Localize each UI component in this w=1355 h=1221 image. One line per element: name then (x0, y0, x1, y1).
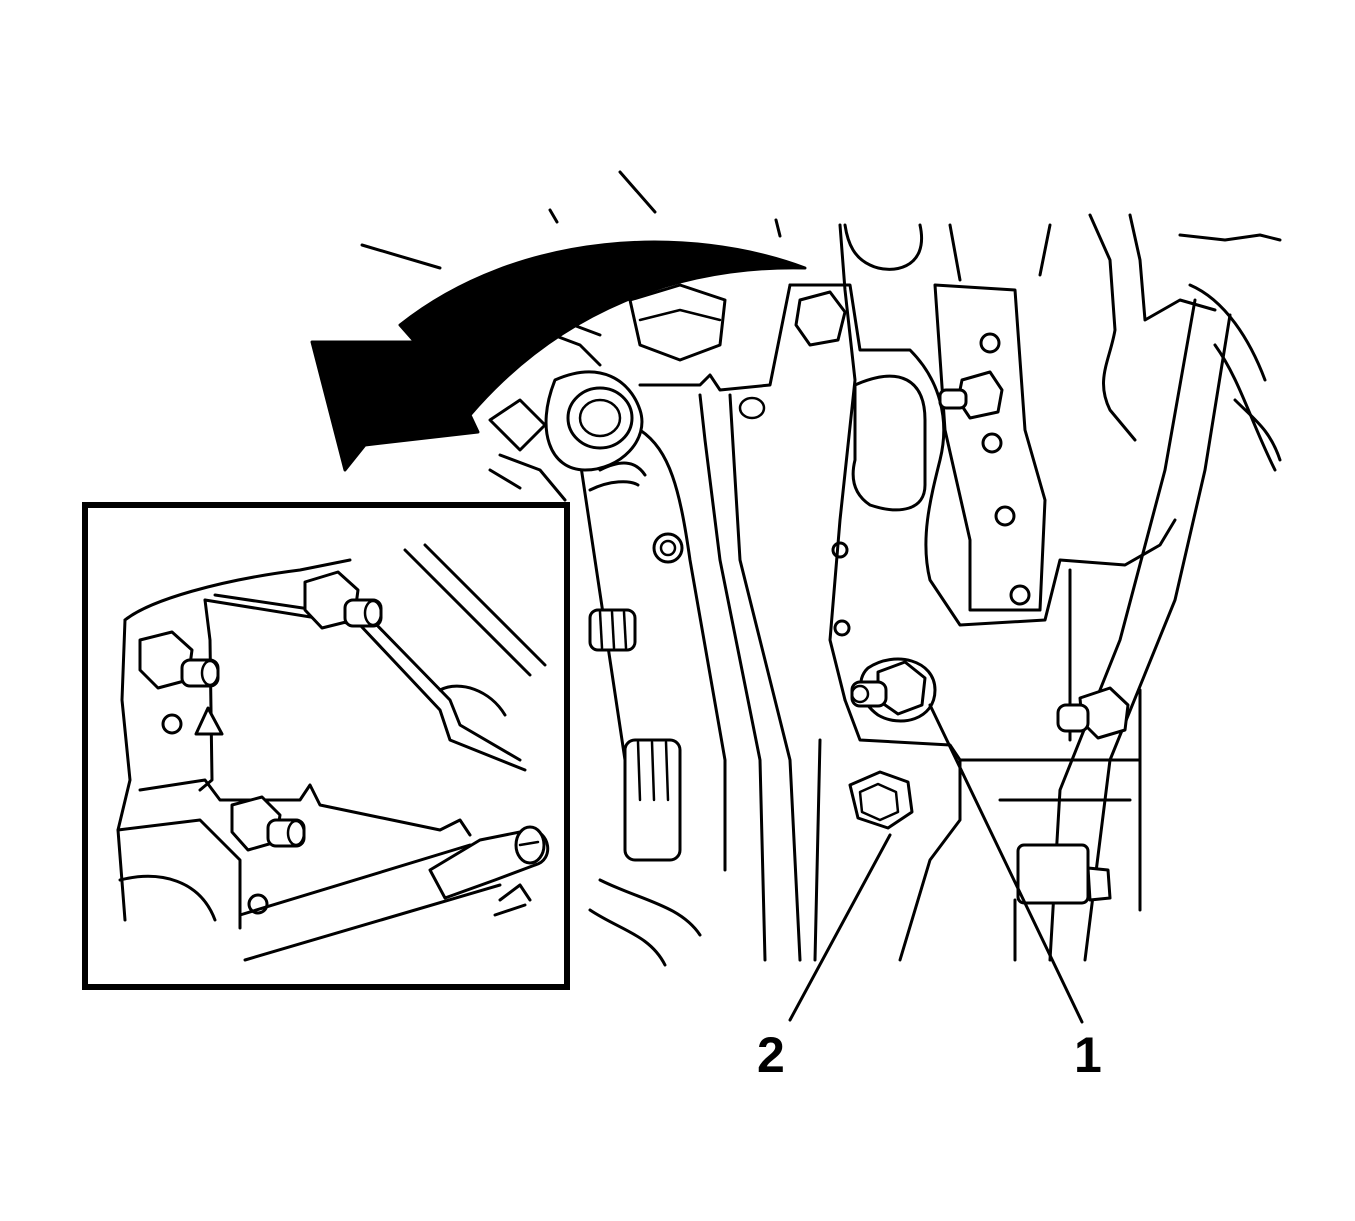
bracket-stud (938, 370, 1004, 420)
connector-plug (488, 318, 602, 502)
leader-line-2 (788, 833, 892, 1022)
inset-stud-upper-right (303, 570, 383, 630)
inset-detail-view (82, 502, 570, 990)
callout-label-1: 1 (1074, 1027, 1102, 1083)
bolt-2 (848, 770, 914, 830)
leader-lines (788, 703, 1084, 1024)
curved-arrow-counterclockwise-icon (310, 240, 807, 472)
upper-bracket-bolt (794, 290, 847, 347)
inset-stud-lower (230, 795, 306, 852)
bolt-1 (850, 657, 937, 723)
right-bolt (1056, 686, 1130, 902)
motion-lines (360, 170, 782, 270)
inset-stud-upper-left (138, 630, 220, 690)
inset-rod (238, 825, 550, 962)
callout-label-2: 2 (757, 1027, 785, 1083)
diagonal-pipe (1016, 298, 1232, 962)
engine-block (788, 213, 1282, 962)
triangle-up-icon (194, 706, 224, 736)
leader-line-1 (928, 703, 1084, 1024)
shaft-assembly (544, 370, 727, 967)
upper-hex-nut (628, 283, 802, 962)
